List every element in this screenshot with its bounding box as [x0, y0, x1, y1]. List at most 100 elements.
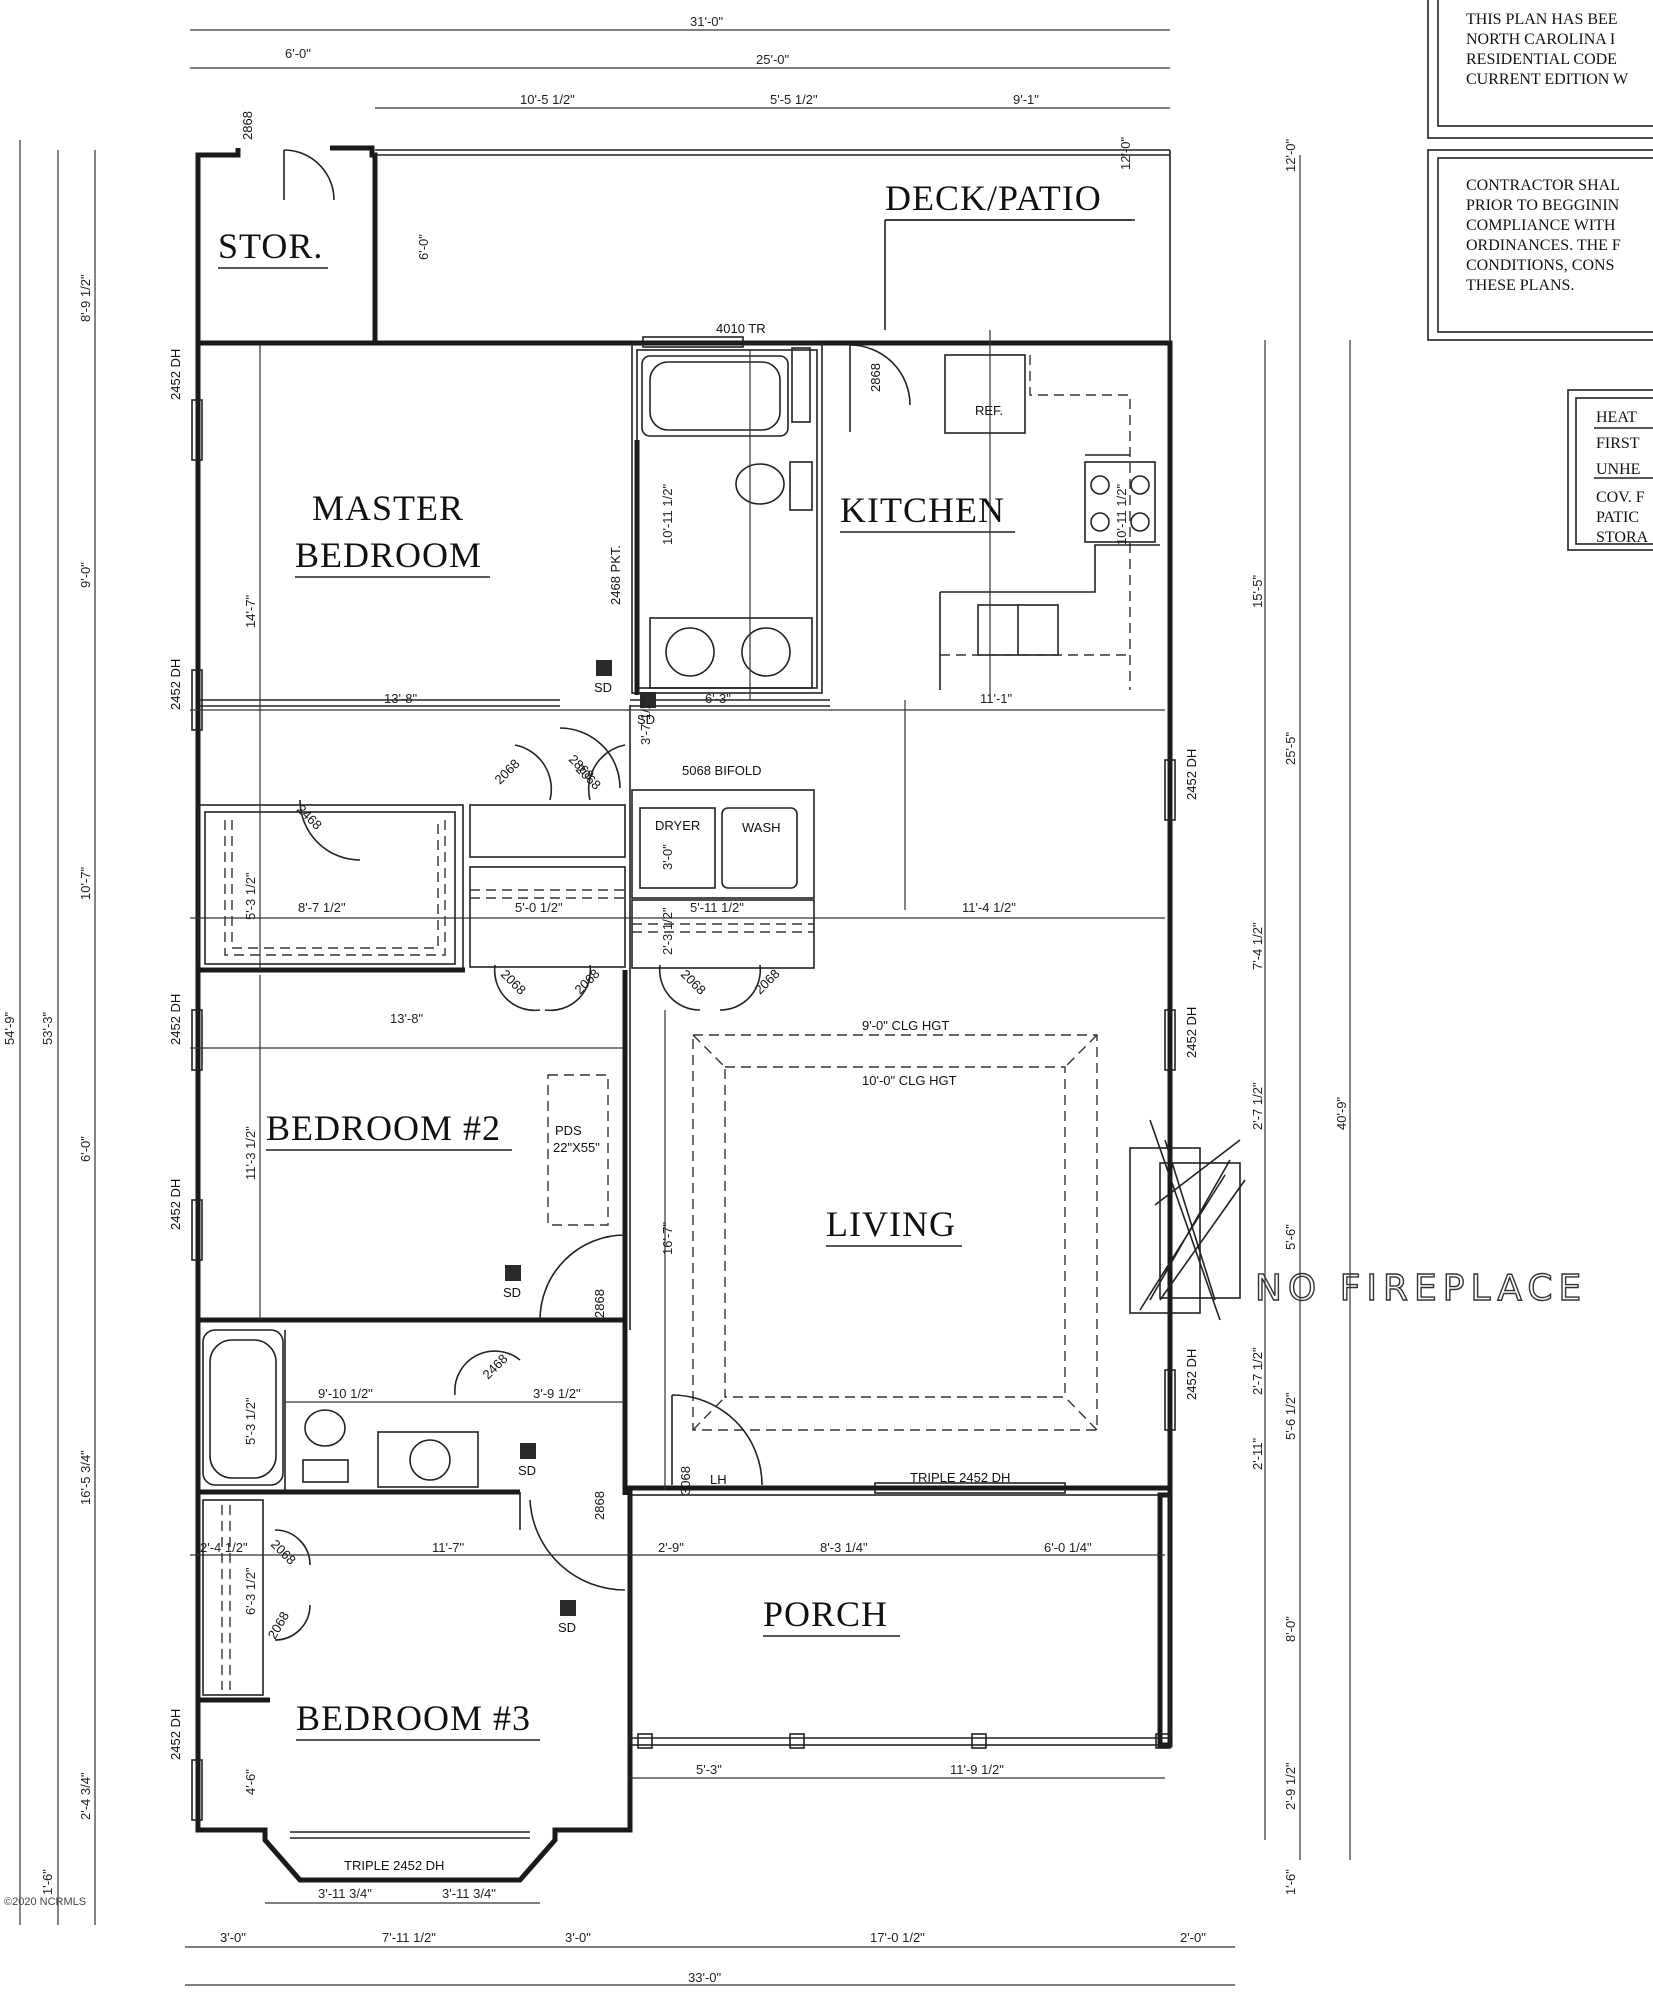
dim-hall-e: 5'-11 1/2"	[690, 900, 744, 915]
master-bedroom-label-2: BEDROOM	[295, 535, 482, 575]
kitchen-door-tag: 2868	[868, 363, 883, 392]
dim-left-b: 9'-0"	[78, 562, 93, 588]
dim-bed2-h: 11'-3 1/2"	[243, 1126, 258, 1180]
dim-master-h: 14'-7"	[243, 594, 258, 628]
dim-right-f: 2'-7 1/2"	[1250, 1347, 1265, 1395]
dim-top-25: 25'-0"	[756, 52, 790, 67]
dim-left-d: 6'-0"	[78, 1136, 93, 1162]
dim-left-g: 1'-6"	[40, 1869, 55, 1895]
sd-label-3: SD	[503, 1285, 521, 1300]
dim-closet3-w: 2'-4 1/2"	[200, 1540, 248, 1555]
area-row-unheated: UNHE	[1596, 461, 1640, 478]
dim-right-12: 12'-0"	[1283, 138, 1298, 172]
smoke-detector-bed2	[505, 1265, 521, 1281]
sd-label-4: SD	[518, 1463, 536, 1478]
note2-line6: THESE PLANS.	[1466, 277, 1574, 294]
window-tag-left-4: 2452 DH	[168, 1179, 183, 1230]
dim-living-h: 16'-7"	[660, 1221, 675, 1255]
dim-top-a: 10'-5 1/2"	[520, 92, 575, 107]
dim-bot-e: 2'-0"	[1180, 1930, 1206, 1945]
dim-top-stor: 6'-0"	[285, 46, 311, 61]
dim-right-b: 25'-5"	[1283, 731, 1298, 765]
dim-left-e: 16'-5 3/4"	[78, 1450, 93, 1505]
living-triple-window-tag: TRIPLE 2452 DH	[910, 1470, 1010, 1485]
dim-bot-c: 3'-0"	[565, 1930, 591, 1945]
bed3-closet-door-b-tag: 2068	[265, 1609, 292, 1642]
dim-hall-c: 3'-7 1/2"	[638, 697, 653, 745]
dim-right-c: 7'-4 1/2"	[1250, 922, 1265, 970]
note2-line5: CONDITIONS, CONS	[1466, 257, 1614, 274]
dim-bath2-d: 5'-3 1/2"	[243, 1397, 258, 1445]
bedroom-3-label: BEDROOM #3	[296, 1698, 531, 1738]
dimension-labels: 31'-0" 25'-0" 6'-0" 10'-5 1/2" 5'-5 1/2"…	[2, 14, 1349, 1985]
dim-top-c: 9'-1"	[1013, 92, 1039, 107]
smoke-detectors: SD SD SD SD SD	[503, 660, 656, 1635]
tray-ceiling	[692, 1034, 1098, 1431]
ceiling-10ft-tag: 10'-0" CLG HGT	[862, 1073, 957, 1088]
kitchen-fixtures: REF.	[939, 354, 1160, 690]
doors	[274, 149, 911, 1641]
dim-left-53: 53'-3"	[40, 1011, 55, 1045]
washer-tag: WASH	[742, 820, 781, 835]
note2-line2: PRIOR TO BEGGININ	[1466, 197, 1620, 214]
dim-top-overall: 31'-0"	[690, 14, 724, 29]
bath2-door-tag: 2468	[480, 1351, 511, 1382]
dim-porch-a: 2'-9"	[658, 1540, 684, 1555]
dim-bay-b: 3'-11 3/4"	[442, 1886, 496, 1901]
dim-right-h: 5'-6 1/2"	[1283, 1392, 1298, 1440]
note1-line3: RESIDENTIAL CODE	[1466, 51, 1617, 68]
area-row-covered: COV. F	[1596, 489, 1645, 506]
window-tag-right-1: 2452 DH	[1184, 749, 1199, 800]
dim-hall-a: 6'-3"	[705, 691, 731, 706]
dim-bot-a: 3'-0"	[220, 1930, 246, 1945]
dim-bath2-w: 9'-10 1/2"	[318, 1386, 373, 1401]
closet-door-2468-tag: 2468	[294, 802, 325, 833]
dim-closet3-d: 6'-3 1/2"	[243, 1567, 258, 1615]
closet-door-2068-f-tag: 2068	[752, 966, 783, 997]
room-labels: DECK/PATIO STOR. MASTER BEDROOM KITCHEN …	[218, 178, 1132, 1741]
window-tag-left-1: 2452 DH	[168, 349, 183, 400]
note2-line1: CONTRACTOR SHAL	[1466, 177, 1620, 194]
exterior-walls	[195, 145, 1173, 1883]
dim-top-b: 5'-5 1/2"	[770, 92, 818, 107]
bedroom3-triple-window-tag: TRIPLE 2452 DH	[344, 1858, 444, 1873]
storage-label: STOR.	[218, 226, 323, 266]
dim-right-d: 2'-7 1/2"	[1250, 1082, 1265, 1130]
dim-bay-a: 3'-11 3/4"	[318, 1886, 372, 1901]
area-table: HEAT FIRST UNHE COV. F PATIC STORA	[1567, 389, 1653, 551]
dim-right-j: 2'-9 1/2"	[1283, 1762, 1298, 1810]
storage-door-tag: 2868	[240, 111, 255, 140]
dimension-lines	[19, 29, 1351, 1986]
dim-porch-e: 11'-9 1/2"	[950, 1762, 1004, 1777]
smoke-detector-bed3	[560, 1600, 576, 1616]
closet-door-2068-e-tag: 2068	[678, 967, 709, 998]
note1-line1: THIS PLAN HAS BEE	[1466, 11, 1618, 28]
ceiling-9ft-tag: 9'-0" CLG HGT	[862, 1018, 949, 1033]
dim-left-c: 10'-7"	[78, 866, 93, 900]
bedroom-2-label: BEDROOM #2	[266, 1108, 501, 1148]
area-row-first: FIRST	[1596, 435, 1640, 452]
kitchen-label: KITCHEN	[840, 490, 1005, 530]
dim-stor-depth: 6'-0"	[416, 234, 431, 260]
pocket-door-tag: 2468 PKT.	[608, 545, 623, 605]
dim-porch-b: 8'-3 1/4"	[820, 1540, 868, 1555]
area-row-heated: HEAT	[1596, 409, 1637, 426]
dim-right-g: 2'-11"	[1250, 1437, 1265, 1470]
crossed-out-fireplace	[1129, 1119, 1246, 1321]
dryer-tag: DRYER	[655, 818, 700, 833]
closet-door-2068-d-tag: 2068	[572, 966, 603, 997]
dim-bath-w: 10'-11 1/2"	[660, 484, 675, 545]
general-notes-box: THIS PLAN HAS BEE NORTH CAROLINA I RESID…	[1427, 0, 1653, 139]
area-row-patio: PATIC	[1596, 509, 1639, 526]
dim-master-w: 13'-8"	[384, 691, 418, 706]
sd-label-5: SD	[558, 1620, 576, 1635]
dim-left-overall: 54'-9"	[2, 1011, 17, 1045]
dim-bot-d: 17'-0 1/2"	[870, 1930, 925, 1945]
note1-line4: CURRENT EDITION W	[1466, 71, 1629, 88]
windows	[191, 336, 1176, 1821]
smoke-detector-hall	[640, 692, 656, 708]
dim-hall-d: 5'-0 1/2"	[515, 900, 563, 915]
sd-label-2: SD	[637, 712, 655, 727]
dim-porch-c: 6'-0 1/4"	[1044, 1540, 1092, 1555]
